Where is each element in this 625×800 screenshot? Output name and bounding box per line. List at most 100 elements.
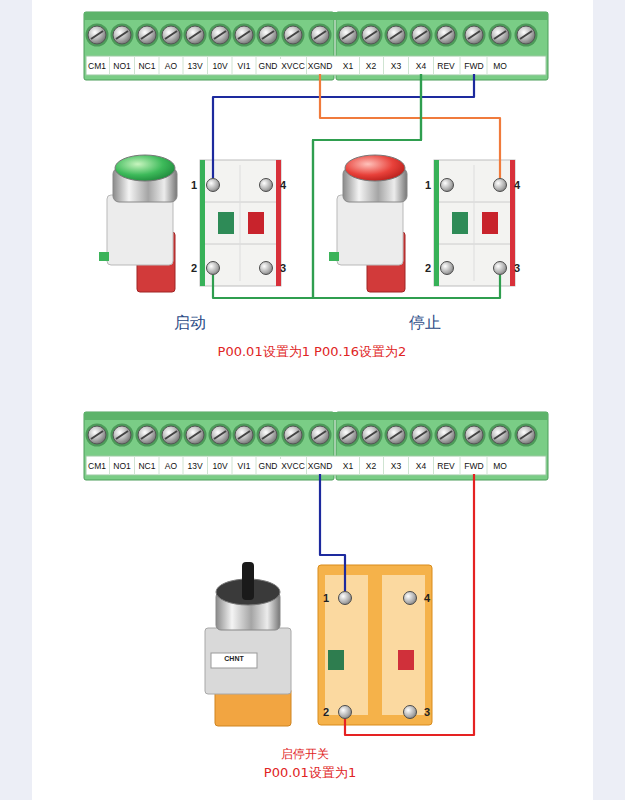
screw-slot xyxy=(165,31,177,39)
contact-screw: 1 xyxy=(338,591,352,605)
terminal-label: CM1 xyxy=(87,59,107,74)
terminal-screw xyxy=(491,426,509,444)
terminal-screw xyxy=(138,426,156,444)
wire xyxy=(320,474,345,591)
button-clip xyxy=(99,252,109,261)
terminal-name: NC1 xyxy=(137,59,157,74)
screw-pit xyxy=(385,424,408,447)
block-panel xyxy=(325,575,425,715)
terminal-screw xyxy=(211,26,229,44)
terminal-name: XGND xyxy=(307,459,334,474)
label-separator xyxy=(408,56,409,75)
wire xyxy=(213,74,474,178)
switch-name: 启停开关 xyxy=(281,747,329,761)
screw-pit xyxy=(463,424,486,447)
terminal-screw xyxy=(186,426,204,444)
screw-slot xyxy=(141,431,153,439)
terminal-name: CM1 xyxy=(87,59,107,74)
label-band xyxy=(86,456,546,475)
terminal-screw xyxy=(465,426,483,444)
screw-slot xyxy=(214,31,226,39)
terminal-name: X3 xyxy=(386,459,406,474)
screw-slot xyxy=(494,31,506,39)
label-separator xyxy=(359,56,360,75)
button-face xyxy=(345,155,405,181)
terminal-name: XVCC xyxy=(280,59,306,74)
screw-pit xyxy=(463,24,486,47)
terminal-name: NO1 xyxy=(112,459,132,474)
screw-slot xyxy=(520,31,532,39)
screw-pit xyxy=(337,24,360,47)
terminal-label: NO1 xyxy=(112,459,132,474)
screw-slot xyxy=(116,31,128,39)
terminal-screw xyxy=(412,26,430,44)
screw-pit xyxy=(160,24,183,47)
screw-slot xyxy=(520,431,532,439)
block-rib xyxy=(474,165,475,281)
terminal-name: FWD xyxy=(463,59,485,74)
terminal-screw xyxy=(259,426,277,444)
screw-slot xyxy=(390,31,402,39)
terminal-name: XGND xyxy=(307,59,334,74)
terminal-label: AO xyxy=(161,59,181,74)
terminal-label: REV xyxy=(436,59,456,74)
terminal-label: X4 xyxy=(411,59,431,74)
contact-number: 4 xyxy=(514,178,520,192)
screw-pit xyxy=(111,424,134,447)
screw-slot xyxy=(415,431,427,439)
terminal-label: X1 xyxy=(338,59,358,74)
switch-handle xyxy=(242,562,254,600)
terminal-label: MO xyxy=(490,459,510,474)
button-body xyxy=(337,195,403,265)
terminal-ridge xyxy=(84,12,548,20)
label-separator xyxy=(433,456,434,475)
terminal-label: X1 xyxy=(338,459,358,474)
contact-number: 3 xyxy=(280,261,286,275)
terminal-label: 13V xyxy=(185,459,205,474)
nc-indicator xyxy=(482,212,498,234)
label-separator xyxy=(460,56,461,75)
screw-slot xyxy=(141,31,153,39)
terminal-label: X3 xyxy=(386,59,406,74)
contact-screw: 1 xyxy=(206,178,220,192)
screw-slot xyxy=(415,31,427,39)
terminal-name: MO xyxy=(490,459,510,474)
terminal-name: REV xyxy=(436,59,456,74)
terminal-screw xyxy=(162,426,180,444)
contact-screw: 3 xyxy=(403,705,417,719)
screw-pit xyxy=(282,424,305,447)
parameter-note: P00.01设置为1 xyxy=(264,765,356,781)
label-separator xyxy=(256,56,257,75)
screw-pit xyxy=(233,24,256,47)
screw-pit xyxy=(136,24,159,47)
terminal-name: 10V xyxy=(210,459,230,474)
label-band xyxy=(86,56,546,75)
terminal-screw xyxy=(88,426,106,444)
green-strip xyxy=(434,160,439,286)
label-separator xyxy=(159,456,160,475)
screw-slot xyxy=(390,431,402,439)
screw-pit xyxy=(435,24,458,47)
terminal-name: GND xyxy=(258,59,279,74)
contact-number: 1 xyxy=(425,178,431,192)
screw-slot xyxy=(440,431,452,439)
screw-slot xyxy=(287,431,299,439)
label-separator xyxy=(487,56,488,75)
terminal-screw xyxy=(339,426,357,444)
terminal-name: XVCC xyxy=(280,459,306,474)
screw-pit xyxy=(111,24,134,47)
switch-assembly: 停止1423 xyxy=(328,150,528,292)
screw-pit xyxy=(257,424,280,447)
terminal-name: X4 xyxy=(411,459,431,474)
green-strip xyxy=(200,160,205,286)
contact-screw: 4 xyxy=(259,178,273,192)
switch-body xyxy=(205,628,291,694)
terminal-label: VI1 xyxy=(234,59,254,74)
button-body xyxy=(107,195,173,265)
terminal-name: X1 xyxy=(338,59,358,74)
terminal-screw xyxy=(162,26,180,44)
terminal-label: GND xyxy=(258,459,279,474)
terminal-screw xyxy=(113,26,131,44)
label-separator xyxy=(183,56,184,75)
screw-pit xyxy=(410,424,433,447)
